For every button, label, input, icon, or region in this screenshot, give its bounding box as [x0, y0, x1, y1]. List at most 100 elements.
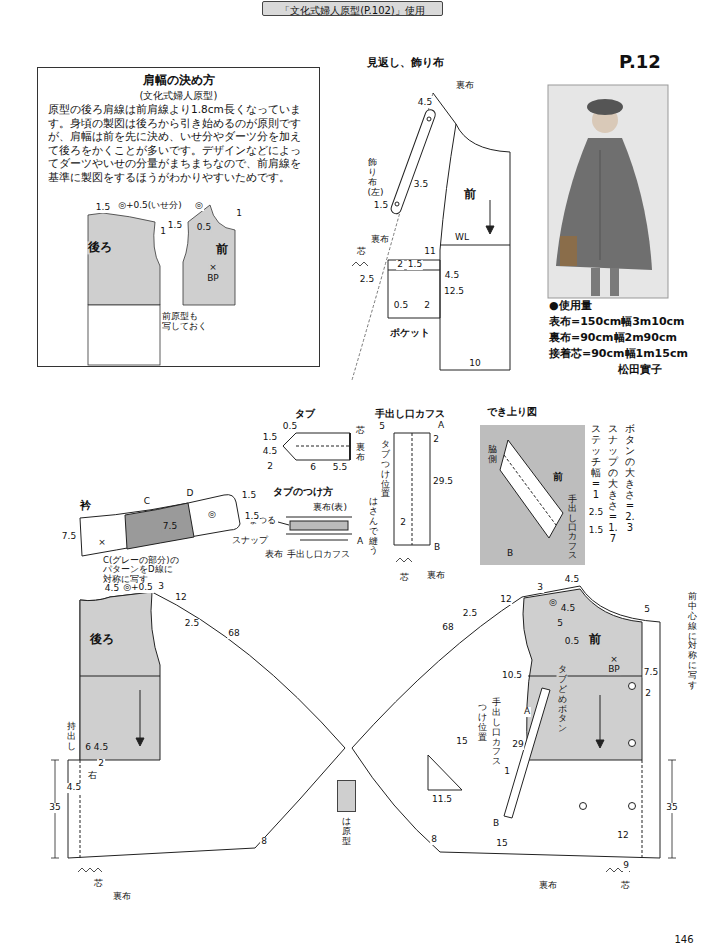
part-label: 前: [463, 188, 477, 201]
dimension-label: 35: [665, 803, 678, 813]
part-label: 表布=150cm幅3m10cm: [548, 316, 686, 328]
note-subheading: (文化式婦人原型): [48, 89, 309, 103]
front-body-pattern: [528, 676, 642, 677]
dimension-label: 芯: [399, 573, 410, 583]
dimension-label: 裏布: [455, 81, 475, 91]
dimension-label: 2.5: [184, 619, 200, 629]
facing-pattern: [352, 262, 368, 266]
dimension-label: 1.5: [95, 203, 111, 213]
part-label: 後ろ: [89, 633, 115, 646]
dimension-label: 1.5: [241, 491, 257, 501]
dimension-label: ×: [208, 263, 218, 273]
dimension-label: 6: [309, 463, 317, 473]
dimension-label: B: [492, 819, 500, 829]
collar-pattern: [80, 495, 240, 556]
finished-view-sketch: [500, 440, 563, 538]
dimension-label: 4.5: [444, 271, 460, 281]
dimension-label: 15: [495, 839, 508, 849]
dimension-label: 5: [378, 422, 386, 432]
dimension-label: 0.5: [393, 301, 409, 311]
model-photo: [548, 85, 668, 298]
dimension-label: 芯: [93, 879, 104, 889]
finished-view-sketch: [480, 425, 585, 565]
dimension-label: 10.5: [501, 671, 523, 681]
back-body-pattern: [51, 592, 345, 872]
dimension-label: C: [143, 497, 151, 507]
back-body-pattern: [51, 760, 59, 761]
dimension-label: 7.5: [162, 522, 178, 532]
front-body-pattern: [580, 803, 587, 810]
back-body-pattern: [51, 858, 59, 859]
front-body-pattern: [668, 858, 676, 859]
dimension-label: C(グレーの部分)の パターンをD線に 対称に写す: [102, 556, 214, 584]
dimension-label: BP: [607, 665, 621, 675]
shoulder-guide-sketch: [88, 213, 160, 305]
dimension-label: 4.5: [417, 98, 433, 108]
dimension-label: 4.5: [104, 584, 120, 594]
tab-pattern: [349, 433, 351, 460]
dimension-label: 12: [616, 831, 629, 841]
dimension-label: 8: [260, 837, 268, 847]
dimension-label: 3.5: [413, 180, 429, 190]
dimension-label: 4.5: [564, 575, 580, 585]
dimension-label: 4.5: [66, 783, 82, 793]
dimension-label: 3: [157, 582, 165, 592]
part-label: 手出し口カフス: [568, 495, 577, 560]
dimension-label: 1.5: [262, 433, 278, 443]
dimension-label: スナップ: [231, 536, 269, 546]
dimension-label: 2: [97, 759, 105, 769]
model-photo: [600, 150, 601, 260]
facing-pattern: [427, 117, 431, 121]
dimension-label: 2: [432, 435, 440, 445]
dimension-label: 4.5: [560, 604, 576, 614]
dimension-label: ◎+0.5(いせ分): [117, 201, 183, 211]
vertical-note: ボタンの大きさ=2.3: [624, 423, 636, 533]
dimension-label: ◎: [194, 201, 204, 211]
tab-attachment-sketch: [286, 534, 352, 535]
dimension-label: 29: [511, 740, 524, 750]
tab-attachment-sketch: [290, 521, 348, 530]
vertical-note: 裏布: [355, 443, 366, 463]
dimension-label: 12.5: [443, 287, 465, 297]
note-heading: 肩幅の決め方: [48, 72, 309, 89]
shoulder-guide-sketch: [88, 305, 160, 365]
tab-attachment-sketch: [300, 540, 348, 541]
front-body-pattern: [596, 740, 604, 748]
dimension-label: 29.5: [432, 477, 454, 487]
dimension-label: 5: [556, 619, 564, 629]
dimension-label: 1: [159, 227, 167, 237]
facing-pattern: [486, 226, 494, 234]
facing-pattern: [388, 260, 440, 270]
dimension-label: 10: [468, 359, 481, 369]
dimension-label: 4.5: [93, 743, 109, 753]
dimension-label: 0.5: [196, 223, 212, 233]
dimension-label: 0.5: [564, 637, 580, 647]
dimension-label: 2: [644, 689, 652, 699]
tab-attachment-sketch: [286, 517, 352, 518]
dimension-label: 7.5: [643, 668, 659, 678]
dimension-label: 1: [235, 209, 243, 219]
dimension-label: 裏布: [112, 892, 132, 902]
front-body-pattern: [352, 586, 660, 858]
facing-pattern: [390, 108, 437, 215]
front-body-pattern: [668, 760, 676, 761]
vertical-note: はさんで縫う: [368, 497, 379, 556]
collar-pattern: [80, 495, 240, 556]
dimension-label: 11.5: [431, 795, 453, 805]
dimension-label: 2.5: [462, 609, 478, 619]
back-body-pattern: [80, 592, 160, 760]
cuff-pattern: [396, 558, 412, 562]
back-body-pattern: [140, 690, 141, 744]
dimension-label: A: [523, 707, 531, 717]
tab-pattern: [296, 446, 350, 447]
dimension-label: B: [433, 543, 441, 553]
part-label: 後ろ: [87, 241, 113, 254]
dimension-label: 7.5: [61, 532, 77, 542]
dimension-label: 68: [227, 629, 240, 639]
dimension-label: ◎: [548, 598, 558, 608]
dimension-label: 12: [499, 595, 512, 605]
facing-pattern: [395, 202, 399, 206]
front-body-pattern: [629, 683, 636, 690]
dimension-label: 裏布(表): [312, 503, 348, 513]
part-label: 手出し口カフス: [374, 408, 446, 419]
